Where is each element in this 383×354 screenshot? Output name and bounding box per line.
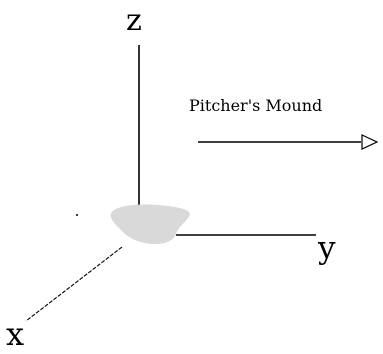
x-axis-label: x (6, 315, 24, 353)
pitchers-mound-arrowhead-icon (361, 134, 379, 150)
y-axis-label: y (317, 230, 336, 266)
pitchers-mound-label: Pitcher's Mound (189, 96, 322, 115)
x-axis-line (25, 246, 123, 322)
z-axis-label: z (126, 3, 142, 38)
stray-dot (76, 214, 78, 216)
home-plate-shape (110, 204, 190, 245)
